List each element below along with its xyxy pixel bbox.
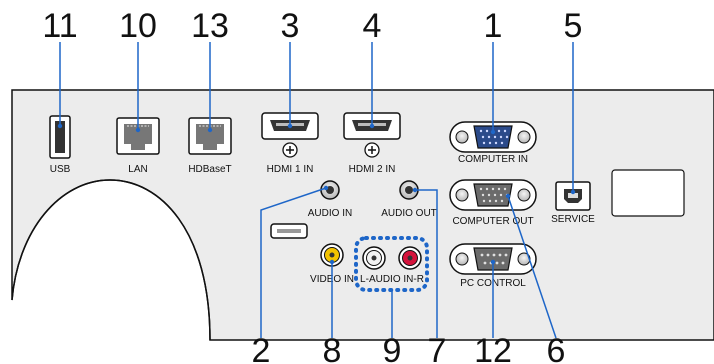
callout-5: 5 <box>564 7 583 45</box>
audio-out-label: AUDIO OUT <box>381 208 437 219</box>
audio-out-jack[interactable] <box>399 180 419 200</box>
lan-label: LAN <box>128 164 147 175</box>
computer-in-port[interactable] <box>449 121 537 153</box>
audio-in-label: AUDIO IN <box>308 208 352 219</box>
audio-r-jack[interactable] <box>398 246 422 270</box>
callout-10: 10 <box>119 7 157 45</box>
callout-13: 13 <box>191 7 229 45</box>
callout-11: 11 <box>42 7 77 45</box>
hdmi1-label: HDMI 1 IN <box>267 164 314 175</box>
usb-port[interactable] <box>49 115 71 159</box>
callout-3: 3 <box>281 7 300 45</box>
computer-in-label: COMPUTER IN <box>458 154 528 165</box>
usb-label: USB <box>50 164 71 175</box>
callout-1: 1 <box>484 7 503 45</box>
panel-recess <box>611 169 685 217</box>
callout-2: 2 <box>252 332 271 364</box>
lan-port[interactable] <box>116 117 160 155</box>
hdbaset-label: HDBaseT <box>188 164 231 175</box>
computer-out-label: COMPUTER OUT <box>452 216 533 227</box>
callout-6: 6 <box>547 332 566 364</box>
plus-circle-icon <box>282 142 298 158</box>
callout-lines <box>59 42 574 339</box>
hdbaset-port[interactable] <box>188 117 232 155</box>
audio-l-jack[interactable] <box>362 246 386 270</box>
video-in-jack[interactable] <box>320 243 344 267</box>
service-label: SERVICE <box>551 214 595 225</box>
l-audio-r-label: L-AUDIO IN-R <box>360 274 424 285</box>
callout-4: 4 <box>363 7 382 45</box>
callout-dots <box>57 123 576 265</box>
callout-8: 8 <box>323 332 342 364</box>
computer-out-port[interactable] <box>449 179 537 211</box>
callout-12: 12 <box>474 332 512 364</box>
hdmi2-label: HDMI 2 IN <box>349 164 396 175</box>
pc-control-port[interactable] <box>449 243 537 275</box>
plus-circle-icon-2 <box>364 142 380 158</box>
panel-cutout-edge <box>11 179 211 341</box>
callout-7: 7 <box>428 332 447 364</box>
audio-in-jack[interactable] <box>320 180 340 200</box>
callout-9: 9 <box>383 332 402 364</box>
